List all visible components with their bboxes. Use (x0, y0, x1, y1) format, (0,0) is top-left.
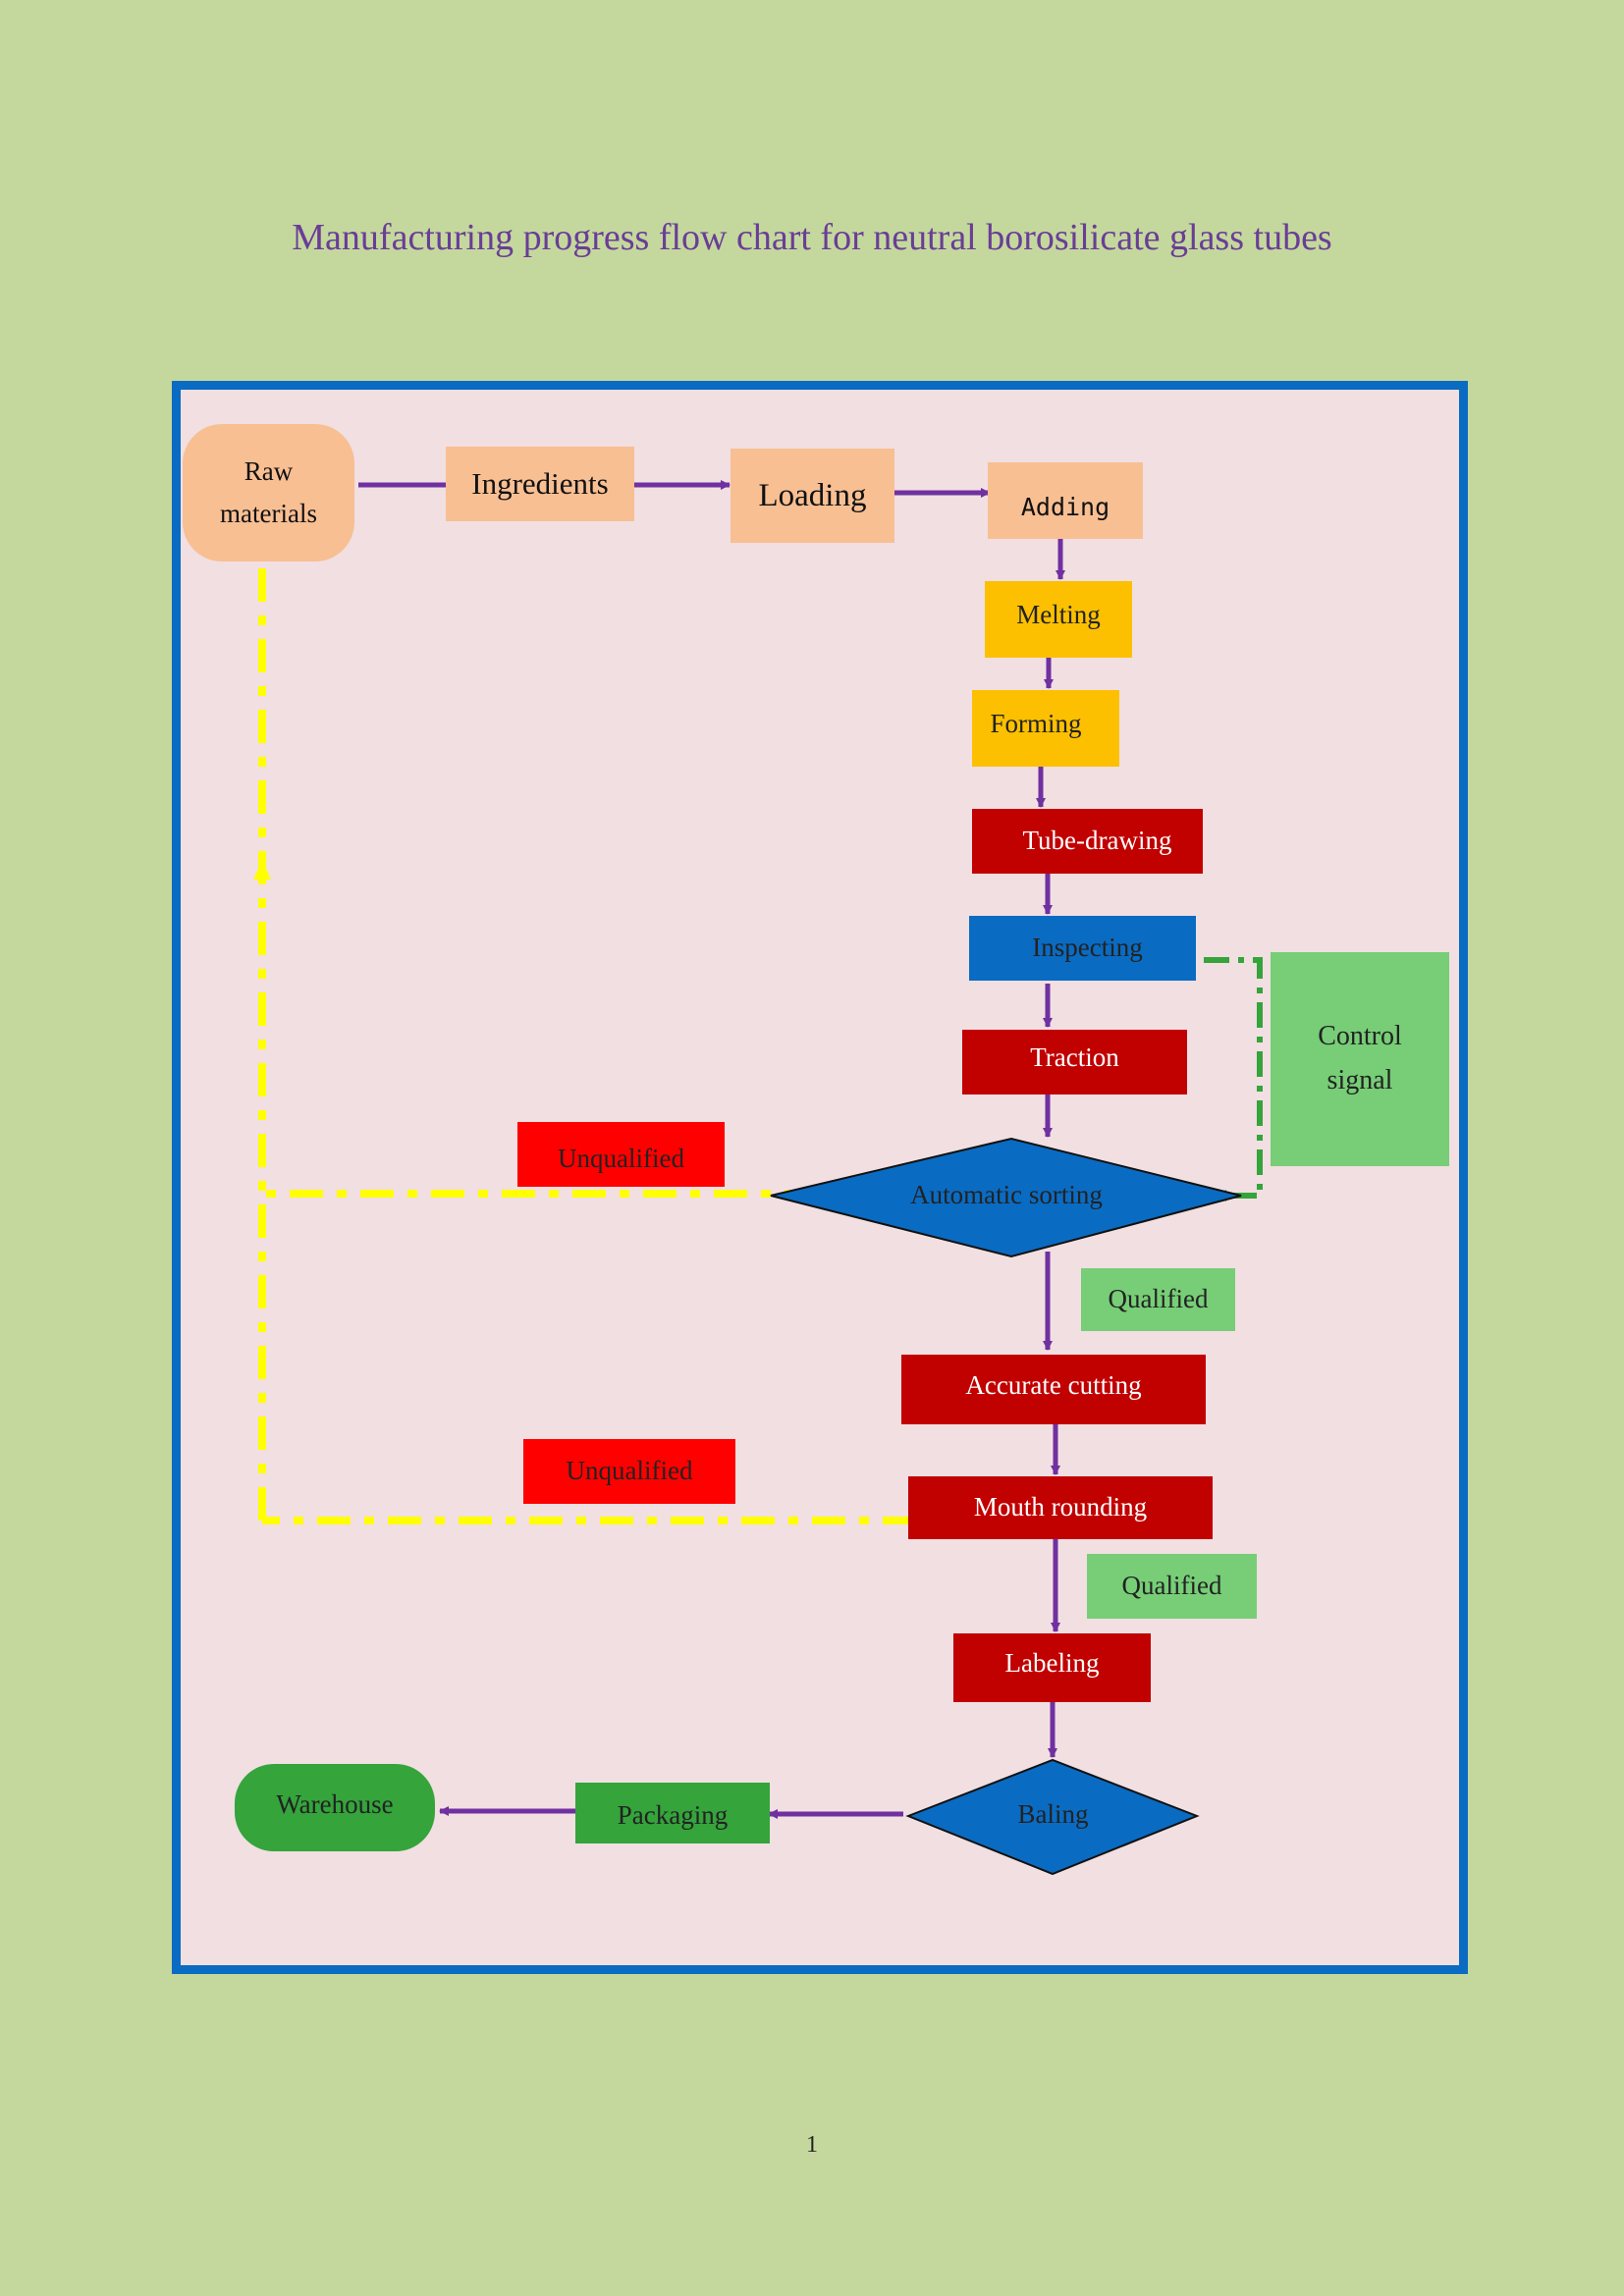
forming-node[interactable]: Forming (972, 690, 1119, 767)
automatic-sorting-diamond[interactable] (768, 1137, 1244, 1259)
melting-node[interactable]: Melting (985, 581, 1132, 658)
unqualified-label-sorting: Unqualified (517, 1122, 725, 1187)
control-signal-node: Control signal (1271, 952, 1449, 1166)
qualified-label-sorting: Qualified (1081, 1268, 1235, 1331)
warehouse-node[interactable]: Warehouse (235, 1764, 435, 1851)
automatic-sorting-label: Automatic sorting (910, 1180, 1103, 1210)
page-number: 1 (806, 2132, 818, 2158)
chart-title: Manufacturing progress flow chart for ne… (292, 217, 1332, 258)
accurate-cutting-node[interactable]: Accurate cutting (901, 1355, 1206, 1424)
baling-label: Baling (1017, 1799, 1089, 1830)
adding-node[interactable]: Adding (988, 462, 1143, 539)
packaging-node[interactable]: Packaging (575, 1783, 770, 1843)
ingredients-node[interactable]: Ingredients (446, 447, 634, 521)
tube-drawing-node[interactable]: Tube-drawing (972, 809, 1203, 874)
loading-node[interactable]: Loading (731, 449, 894, 543)
baling-diamond[interactable] (905, 1758, 1200, 1877)
inspecting-node[interactable]: Inspecting (969, 916, 1196, 981)
mouth-rounding-node[interactable]: Mouth rounding (908, 1476, 1213, 1539)
qualified-label-rounding: Qualified (1087, 1554, 1257, 1619)
traction-node[interactable]: Traction (962, 1030, 1187, 1095)
raw-materials-node[interactable]: Raw materials (183, 424, 354, 561)
unqualified-label-rounding: Unqualified (523, 1439, 735, 1504)
labeling-node[interactable]: Labeling (953, 1633, 1151, 1702)
